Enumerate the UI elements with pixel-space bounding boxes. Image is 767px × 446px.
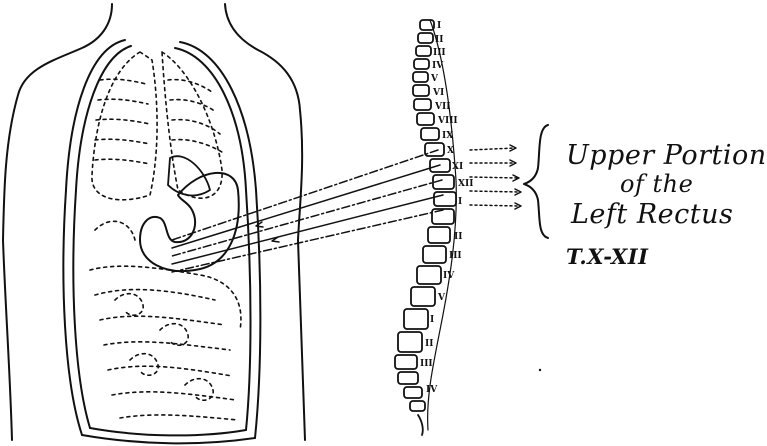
curly-brace bbox=[524, 125, 548, 238]
vertebra-label: VI bbox=[432, 88, 444, 98]
vertebra-label: XII bbox=[458, 179, 473, 189]
vertebra-label: XI bbox=[452, 162, 463, 172]
vertebra-label: V bbox=[437, 293, 446, 303]
vertebra-label: I bbox=[458, 197, 462, 207]
vertebra-label: IX bbox=[442, 131, 453, 141]
intestines bbox=[90, 221, 241, 420]
referral-arrows bbox=[470, 145, 521, 209]
spinal-column bbox=[395, 20, 456, 435]
vertebra-label: III bbox=[420, 359, 433, 369]
vertebra-label: I bbox=[437, 21, 441, 31]
vertebra-label: VII bbox=[434, 102, 450, 112]
vertebra-label: IV bbox=[443, 271, 455, 281]
vertebra-label: III bbox=[449, 251, 462, 261]
vertebra-label: X bbox=[447, 146, 454, 156]
ink-dot bbox=[539, 369, 541, 371]
vertebra-label: II bbox=[454, 232, 462, 242]
lungs bbox=[92, 52, 222, 200]
vertebra-label: VIII bbox=[437, 116, 458, 126]
vertebra-label: II bbox=[425, 339, 433, 349]
vertebra-label: I bbox=[430, 315, 434, 325]
vertebra-label: III bbox=[433, 48, 446, 58]
nerve-pathways bbox=[172, 150, 443, 272]
vertebra-label: IV bbox=[432, 61, 444, 71]
vertebra-label: IV bbox=[426, 385, 438, 395]
vertebra-label: V bbox=[430, 74, 439, 84]
vertebra-label: II bbox=[435, 35, 443, 45]
